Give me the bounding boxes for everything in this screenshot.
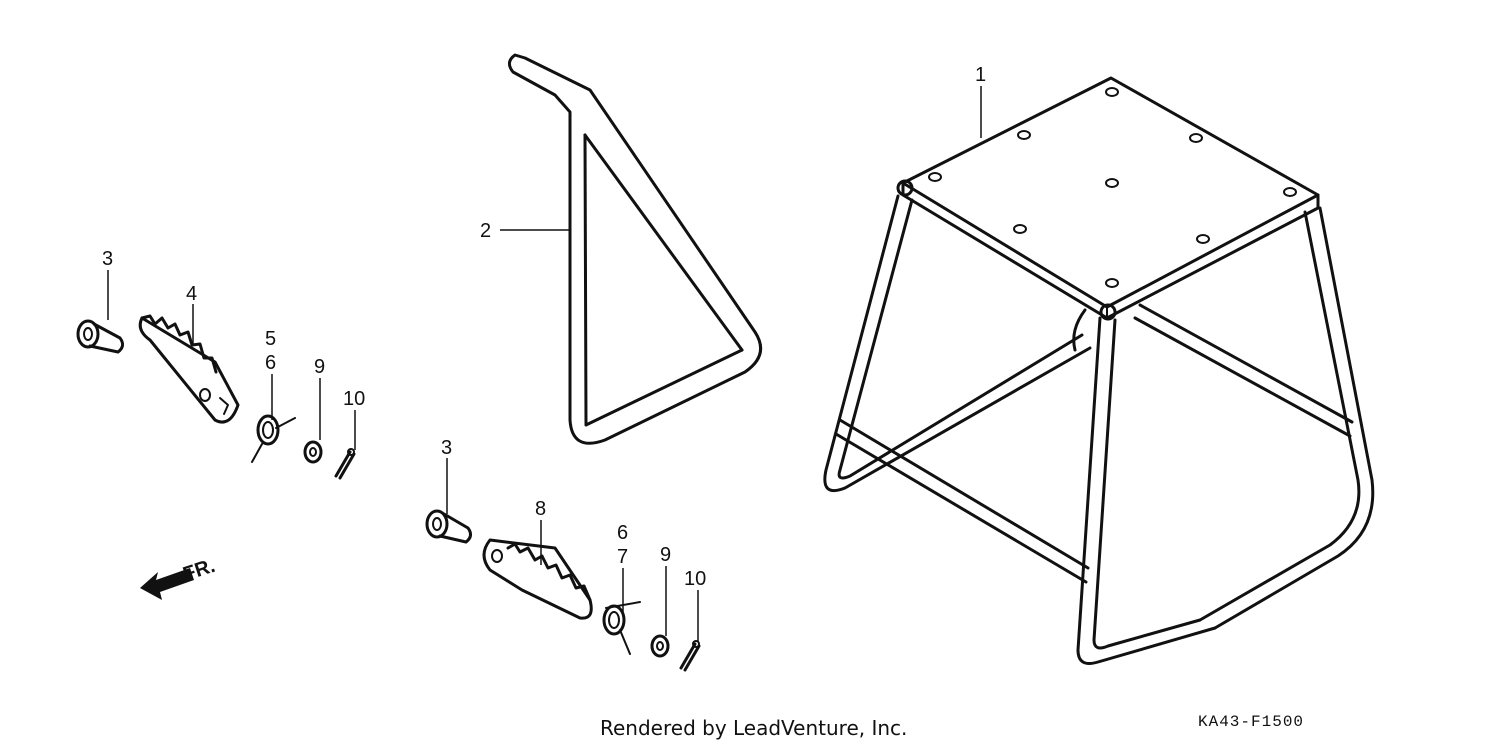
callout-8: 8 (535, 498, 546, 520)
callout-6-upper: 6 (265, 352, 276, 374)
render-credit: Rendered by LeadVenture, Inc. (600, 716, 908, 740)
callout-4: 4 (186, 283, 197, 305)
spring-part-6-7 (602, 601, 641, 655)
diagram-code: KA43-F1500 (1198, 713, 1305, 731)
callout-7: 7 (617, 546, 628, 568)
callout-9-upper: 9 (314, 356, 325, 378)
pin-part-3-upper (76, 319, 125, 354)
stand-part-1 (823, 76, 1375, 665)
front-direction-arrow: FR. (140, 555, 218, 600)
washer-part-9-lower (650, 634, 670, 658)
front-label: FR. (180, 555, 217, 586)
washer-part-9-upper (303, 440, 323, 464)
callout-5: 5 (265, 328, 276, 350)
callout-1: 1 (975, 64, 986, 86)
callout-2: 2 (480, 220, 491, 242)
callouts: 1 2 3 4 5 6 9 10 3 8 6 7 9 10 (102, 64, 986, 590)
arrow-left-icon (140, 568, 194, 600)
callout-10-lower: 10 (684, 568, 706, 590)
handle-part-2 (508, 53, 763, 445)
leader-lines (107, 86, 982, 642)
footpeg-right-assembly (425, 509, 701, 672)
footpeg-left-assembly (76, 314, 356, 480)
footpeg-part-4 (138, 314, 240, 424)
cotter-pin-part-10-upper (334, 448, 356, 480)
callout-9-lower: 9 (660, 544, 671, 566)
pin-part-3-lower (425, 509, 473, 544)
cotter-pin-part-10-lower (679, 640, 701, 672)
footpeg-part-8 (482, 538, 593, 620)
callout-3-lower: 3 (441, 437, 452, 459)
callout-6-lower: 6 (617, 522, 628, 544)
spring-part-5-6 (251, 414, 296, 463)
callout-10-upper: 10 (343, 388, 365, 410)
callout-3-upper: 3 (102, 248, 113, 270)
plate-holes (928, 87, 1297, 288)
